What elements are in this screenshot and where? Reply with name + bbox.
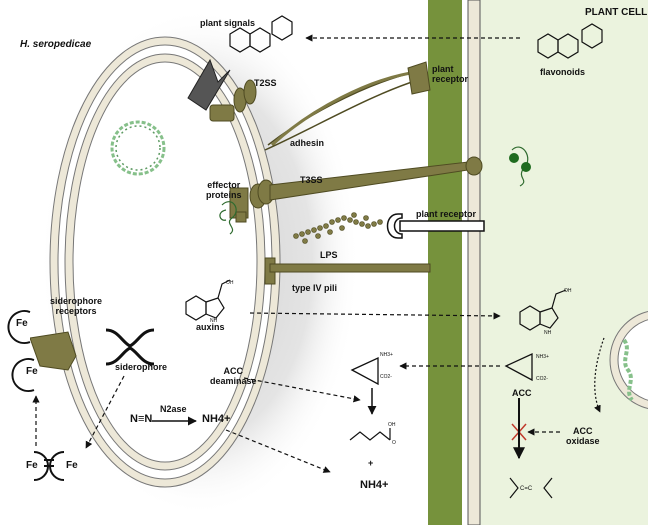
plant-receptor-adhesin: [407, 61, 431, 95]
lps-chain: [293, 212, 383, 244]
plant-cell-title: PLANT CELL: [585, 7, 648, 18]
ammonium-label-left: NH4+: [202, 413, 231, 425]
chem-o-keto: O: [392, 440, 396, 446]
t3ss-label: T3SS: [300, 175, 323, 185]
chem-ethylene: C=C: [520, 486, 533, 492]
free-siderophore-icon: [105, 328, 155, 366]
fe-label-4: Fe: [66, 460, 78, 471]
effector-in-plant: [509, 153, 519, 163]
acc-deaminase-label: ACC deaminase: [210, 366, 257, 386]
plant-nucleus-icon: [609, 310, 648, 410]
plant-signals-label: plant signals: [200, 18, 256, 28]
lps-label: LPS: [320, 250, 338, 260]
auxins-label: auxins: [196, 322, 225, 332]
plant-signals-structure-icon: [229, 15, 293, 53]
auxin-bacterial-structure-icon: [185, 279, 231, 321]
plant-cell-background: [480, 0, 648, 525]
acc-bacterial-structure-icon: [350, 356, 379, 386]
chem-nh3-bacterial: NH3+: [380, 352, 393, 358]
chem-co2-plant: CO2-: [536, 376, 548, 382]
t2ss-secretion-system: [187, 58, 257, 122]
type-iv-pili: [264, 257, 431, 285]
ammonium-label-bottom: NH4+: [360, 479, 389, 491]
chem-nh-bacterial: NH: [210, 318, 218, 324]
plant-cell-wall: [428, 0, 462, 525]
adhesin-label: adhesin: [290, 138, 325, 148]
adhesin-fibers: [264, 70, 419, 151]
acc-deaminase-arrow: [243, 377, 361, 403]
acc-label: ACC: [512, 388, 532, 398]
t2ss-label: T2SS: [254, 78, 277, 88]
flavonoids-label: flavonoids: [540, 67, 586, 77]
auxin-plant-structure-icon: [519, 289, 567, 331]
fe-label-3: Fe: [26, 460, 38, 471]
acc-plant-structure-icon: [504, 352, 533, 382]
ketobutyrate-structure-icon: [349, 428, 391, 441]
fe-label-1: Fe: [16, 318, 28, 329]
bacterial-dna-icon: [110, 120, 166, 176]
chem-nh3-plant: NH3+: [536, 354, 549, 360]
ethylene-structure-icon: [509, 477, 553, 499]
siderophore-label: siderophore: [115, 362, 168, 372]
arrows: [32, 34, 605, 473]
plant-receptor-top-label: plant receptor: [432, 64, 469, 84]
ammonium-export-arrow: [225, 429, 331, 473]
plus-sign: +: [368, 458, 374, 468]
plant-receptor-lps: [386, 213, 485, 239]
chem-co2-bacterial: CO2-: [380, 374, 392, 380]
chem-oh-keto: OH: [388, 422, 396, 428]
t3ss-secretion-system: [229, 156, 483, 223]
plant-plasma-membrane: [467, 0, 481, 525]
siderophore-fe-icons: [7, 310, 65, 481]
chem-oh-bacterial: OH: [226, 280, 234, 286]
flavonoids-structure-icon: [537, 23, 603, 59]
chem-oh-plant: OH: [564, 288, 572, 294]
acc-oxidase-label: ACC oxidase: [566, 426, 600, 446]
nitrogenase-label: N2ase: [160, 404, 187, 414]
chem-nh-plant: NH: [544, 330, 552, 336]
type-iv-pili-label: type IV pili: [292, 283, 338, 293]
bacterium-title: H. seropedicae: [20, 39, 92, 50]
siderophore-receptors-label: siderophore receptors: [50, 296, 103, 316]
plant-receptor-lps-label: plant receptor: [416, 209, 477, 219]
siderophore-receptors: [29, 331, 77, 371]
dinitrogen-label: N≡N: [130, 413, 153, 425]
fe-label-2: Fe: [26, 366, 38, 377]
effector-proteins-label: effector proteins: [206, 180, 242, 200]
gene-expression-arrow: [594, 337, 605, 413]
